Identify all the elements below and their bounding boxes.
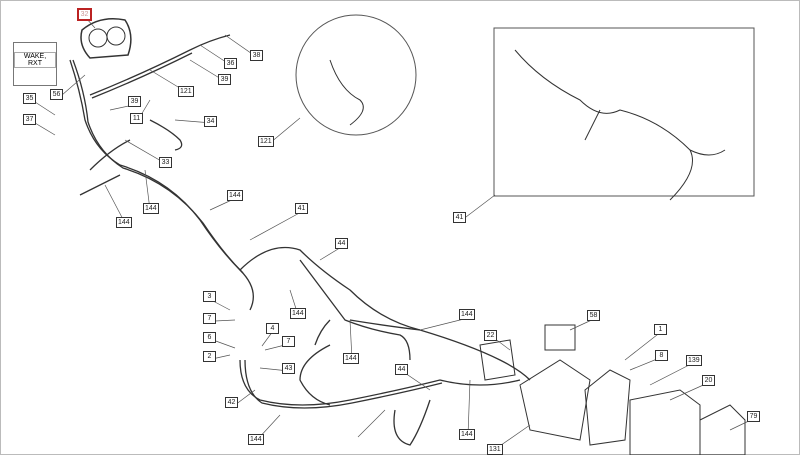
callout-144[interactable]: 144 bbox=[459, 429, 475, 440]
callout-4[interactable]: 4 bbox=[266, 323, 279, 334]
callout-44b[interactable]: 44 bbox=[395, 364, 408, 375]
callout-144[interactable]: 144 bbox=[116, 217, 132, 228]
detail-circle bbox=[295, 14, 417, 136]
callout-11[interactable]: 11 bbox=[130, 113, 143, 124]
callout-22[interactable]: 22 bbox=[484, 330, 497, 341]
callout-34[interactable]: 34 bbox=[204, 116, 217, 127]
callout-41[interactable]: 41 bbox=[295, 203, 308, 214]
callout-121[interactable]: 121 bbox=[178, 86, 194, 97]
callout-3[interactable]: 3 bbox=[203, 291, 216, 302]
callout-42[interactable]: 42 bbox=[225, 397, 238, 408]
callout-131[interactable]: 131 bbox=[487, 444, 503, 455]
callout-41-detail[interactable]: 41 bbox=[453, 212, 466, 223]
instrument-cluster bbox=[80, 18, 132, 59]
callout-33[interactable]: 33 bbox=[159, 157, 172, 168]
detail-box bbox=[493, 27, 755, 197]
callout-39[interactable]: 39 bbox=[218, 74, 231, 85]
callout-2[interactable]: 2 bbox=[203, 351, 216, 362]
callout-58[interactable]: 58 bbox=[587, 310, 600, 321]
callout-56[interactable]: 56 bbox=[50, 89, 63, 100]
callout-39b[interactable]: 39 bbox=[128, 96, 141, 107]
callout-144[interactable]: 144 bbox=[343, 353, 359, 364]
callout-43[interactable]: 43 bbox=[282, 363, 295, 374]
front-harness bbox=[69, 34, 531, 446]
callout-36[interactable]: 36 bbox=[224, 58, 237, 69]
detail-box-harness bbox=[514, 49, 726, 201]
callout-144[interactable]: 144 bbox=[459, 309, 475, 320]
callout-44[interactable]: 44 bbox=[335, 238, 348, 249]
detail-circle-harness bbox=[329, 59, 364, 126]
callout-139[interactable]: 139 bbox=[686, 355, 702, 366]
callout-35[interactable]: 35 bbox=[23, 93, 36, 104]
model-applicability-box: WAKE, RXT bbox=[13, 42, 57, 86]
leader-lines bbox=[34, 17, 756, 451]
battery-box-assembly bbox=[479, 324, 746, 455]
callout-7[interactable]: 7 bbox=[203, 313, 216, 324]
callout-37[interactable]: 37 bbox=[23, 114, 36, 125]
model-label: WAKE, RXT bbox=[14, 52, 56, 68]
callout-121-detail[interactable]: 121 bbox=[258, 136, 274, 147]
callout-20[interactable]: 20 bbox=[702, 375, 715, 386]
callout-38[interactable]: 38 bbox=[250, 50, 263, 61]
callout-144[interactable]: 144 bbox=[248, 434, 264, 445]
callout-32[interactable]: 32 bbox=[77, 8, 92, 21]
callout-144[interactable]: 144 bbox=[290, 308, 306, 319]
callout-6[interactable]: 6 bbox=[203, 332, 216, 343]
callout-144[interactable]: 144 bbox=[227, 190, 243, 201]
callout-8[interactable]: 8 bbox=[655, 350, 668, 361]
callout-1[interactable]: 1 bbox=[654, 324, 667, 335]
callout-144[interactable]: 144 bbox=[143, 203, 159, 214]
callout-7b[interactable]: 7 bbox=[282, 336, 295, 347]
callout-79[interactable]: 79 bbox=[747, 411, 760, 422]
